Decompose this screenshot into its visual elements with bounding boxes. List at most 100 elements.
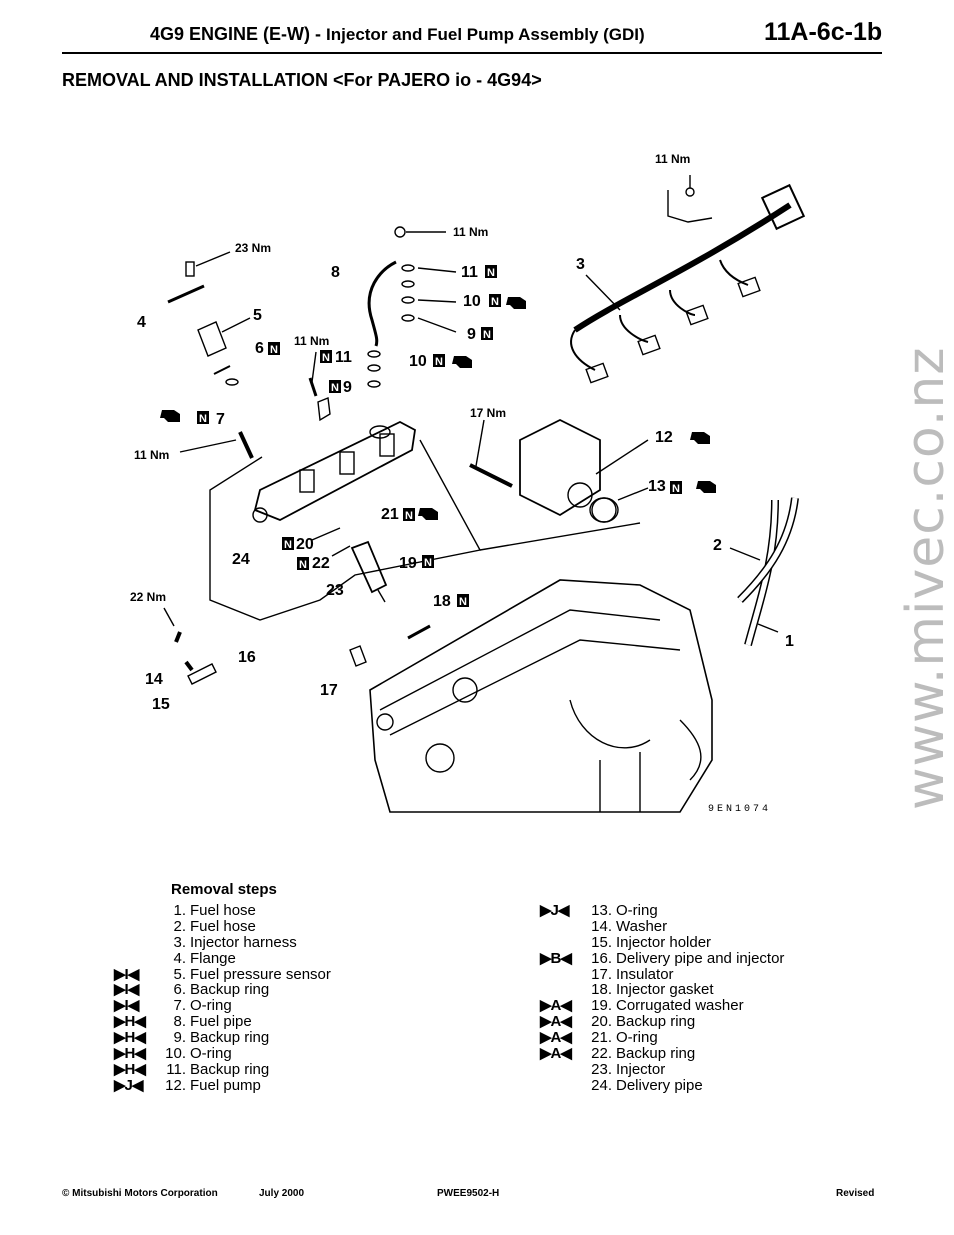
part-label: 1	[785, 633, 794, 650]
torque-label: 11 Nm	[134, 448, 169, 462]
step-reference-mark: ▶J◀	[540, 902, 569, 919]
svg-text:N: N	[491, 296, 499, 308]
step-reference-mark: ▶A◀	[540, 1029, 572, 1047]
part-label: 11	[461, 264, 478, 281]
header-section: Injector and Fuel Pump Assembly (GDI)	[326, 25, 645, 44]
part-label: 9	[343, 379, 352, 396]
step-reference-mark: ▶I◀	[114, 981, 139, 999]
step-number: 16.	[591, 949, 612, 967]
step-number: 10.	[165, 1045, 186, 1063]
step-row: ▶I◀6.Backup ring	[0, 982, 480, 998]
step-row: ▶H◀10.O-ring	[0, 1046, 480, 1062]
step-row: ▶H◀11.Backup ring	[0, 1062, 480, 1078]
step-number: 1.	[173, 902, 186, 919]
torque-label: 23 Nm	[235, 241, 271, 255]
step-number: 24.	[591, 1076, 612, 1094]
svg-text:N: N	[483, 329, 491, 341]
step-reference-mark: ▶A◀	[540, 997, 572, 1015]
step-row: 3.Injector harness	[0, 933, 480, 951]
part-label: 16	[238, 649, 256, 666]
step-name: Fuel pipe	[190, 1013, 252, 1031]
step-name: Fuel pump	[190, 1076, 261, 1094]
part-label: 22	[312, 555, 330, 572]
step-row: ▶H◀9.Backup ring	[0, 1030, 480, 1046]
torque-label: 11 Nm	[294, 334, 329, 348]
part-label: 2	[713, 537, 722, 554]
step-row: 17.Insulator	[480, 965, 950, 983]
part-label: 20	[296, 536, 314, 553]
part-label: 15	[152, 696, 170, 713]
part-label: 9	[467, 326, 476, 343]
torque-label: 22 Nm	[130, 590, 166, 604]
step-number: 15.	[591, 933, 612, 951]
step-row: ▶I◀7.O-ring	[0, 998, 480, 1014]
step-row: 14.Washer	[480, 917, 950, 935]
step-name: Fuel hose	[190, 902, 256, 919]
step-name: Injector	[616, 1060, 666, 1078]
part-label: 8	[331, 264, 340, 281]
removal-steps-title: Removal steps	[171, 881, 277, 898]
step-number: 17.	[591, 965, 612, 983]
step-number: 23.	[591, 1060, 612, 1078]
part-label: 11	[335, 349, 352, 366]
step-name: Washer	[616, 917, 668, 935]
step-number: 2.	[173, 917, 186, 935]
svg-text:N: N	[424, 557, 432, 569]
footer-copyright: © Mitsubishi Motors Corporation	[62, 1188, 218, 1199]
step-name: Fuel hose	[190, 917, 256, 935]
step-row: 15.Injector holder	[480, 933, 950, 951]
figure-code: 9EN1074	[708, 804, 771, 815]
step-number: 21.	[591, 1029, 612, 1047]
footer-status: Revised	[836, 1188, 875, 1199]
step-name: Backup ring	[190, 1029, 270, 1047]
step-reference-mark: ▶A◀	[540, 1045, 572, 1063]
step-reference-mark: ▶H◀	[114, 1029, 146, 1047]
part-label: 12	[655, 429, 673, 446]
svg-text:N: N	[331, 382, 339, 394]
part-label: 19	[399, 555, 417, 572]
oil-can-icon	[160, 297, 716, 520]
diagram-linework	[163, 175, 806, 813]
step-name: Backup ring	[190, 1060, 270, 1078]
step-name: Injector harness	[190, 933, 297, 951]
part-label: 10	[463, 293, 481, 310]
part-label: 14	[145, 671, 163, 688]
step-row: ▶A◀21.O-ring	[480, 1030, 950, 1046]
svg-text:N: N	[199, 413, 207, 425]
svg-text:N: N	[299, 559, 307, 571]
svg-text:N: N	[487, 267, 495, 279]
step-number: 3.	[173, 933, 186, 951]
header-title: 4G9 ENGINE (E-W) - Injector and Fuel Pum…	[150, 24, 645, 45]
step-name: O-ring	[616, 902, 658, 919]
step-number: 13.	[591, 902, 612, 919]
step-row: ▶I◀5.Fuel pressure sensor	[0, 965, 480, 983]
part-label: 23	[326, 582, 344, 599]
torque-label: 17 Nm	[470, 406, 506, 420]
step-row: ▶A◀20.Backup ring	[480, 1014, 950, 1030]
step-row: ▶A◀ 22.Backup ring	[480, 1046, 950, 1062]
step-reference-mark: ▶J◀	[114, 1076, 143, 1094]
step-reference-mark: ▶H◀	[114, 1013, 146, 1031]
part-label: 13	[648, 478, 666, 495]
step-name: Delivery pipe	[616, 1076, 703, 1094]
step-number: 6.	[173, 981, 186, 999]
part-label: 5	[253, 307, 262, 324]
step-number: 5.	[173, 965, 186, 983]
step-name: Fuel pressure sensor	[190, 965, 331, 983]
step-name: Backup ring	[616, 1045, 696, 1063]
step-reference-mark: ▶H◀	[114, 1060, 146, 1078]
step-number: 12.	[165, 1076, 186, 1094]
part-label: 6	[255, 340, 264, 357]
step-row: 1.Fuel hose	[0, 903, 480, 919]
footer-date: July 2000	[259, 1188, 305, 1199]
step-name: O-ring	[190, 1045, 232, 1063]
step-row: 24.Delivery pipe	[480, 1076, 950, 1094]
step-row: 23.Injector	[480, 1062, 950, 1078]
step-row: ▶J◀ 13.O-ring	[480, 903, 950, 919]
step-name: O-ring	[190, 997, 232, 1015]
step-reference-mark: ▶A◀	[540, 1013, 572, 1031]
step-number: 22.	[591, 1045, 612, 1063]
step-reference-mark: ▶I◀	[114, 997, 139, 1015]
